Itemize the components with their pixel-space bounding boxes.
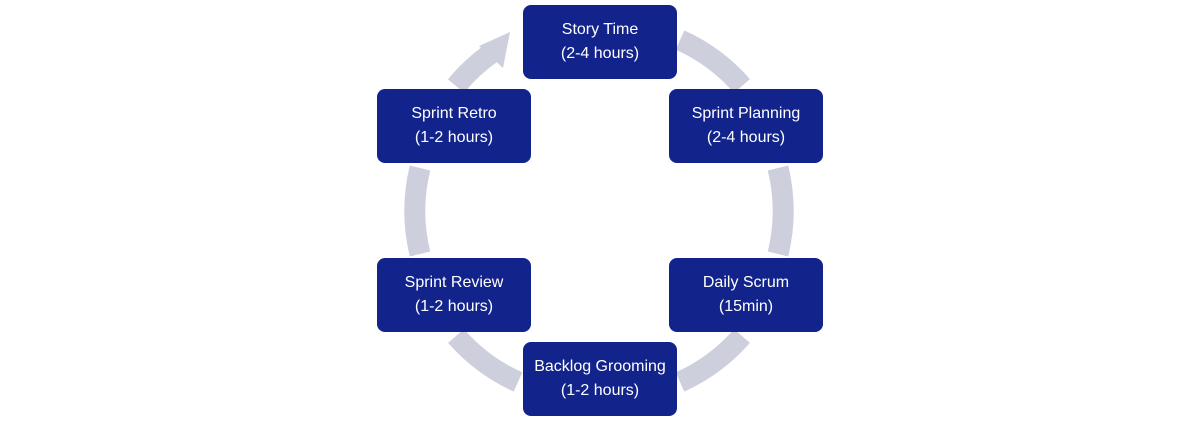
step-duration: (15min) [718, 298, 774, 315]
step-duration: (2-4 hours) [706, 129, 786, 146]
step-title: Sprint Planning [691, 105, 801, 122]
step-duration: (1-2 hours) [414, 298, 494, 315]
step-backlog-grooming: Backlog Grooming (1-2 hours) [523, 342, 677, 416]
step-sprint-retro: Sprint Retro (1-2 hours) [377, 89, 531, 163]
step-sprint-review: Sprint Review (1-2 hours) [377, 258, 531, 332]
step-title: Sprint Review [404, 274, 504, 291]
step-title: Story Time [561, 21, 639, 38]
step-duration: (1-2 hours) [414, 129, 494, 146]
ring-segment-top-left [447, 43, 500, 93]
step-sprint-planning: Sprint Planning (2-4 hours) [669, 89, 823, 163]
cycle-arrowhead [479, 32, 510, 68]
step-title: Daily Scrum [702, 274, 790, 291]
step-story-time: Story Time (2-4 hours) [523, 5, 677, 79]
step-duration: (2-4 hours) [560, 45, 640, 62]
ring-segment-bottom-right [675, 328, 750, 392]
step-daily-scrum: Daily Scrum (15min) [669, 258, 823, 332]
ring-segment-top-right [675, 30, 750, 94]
step-title: Backlog Grooming [534, 358, 666, 375]
ring-segments [404, 30, 794, 392]
step-duration: (1-2 hours) [560, 382, 640, 399]
step-title: Sprint Retro [411, 105, 497, 122]
ring-segment-right [767, 165, 794, 257]
ring-segment-bottom-left [448, 328, 523, 392]
ring-segment-left [404, 165, 431, 257]
